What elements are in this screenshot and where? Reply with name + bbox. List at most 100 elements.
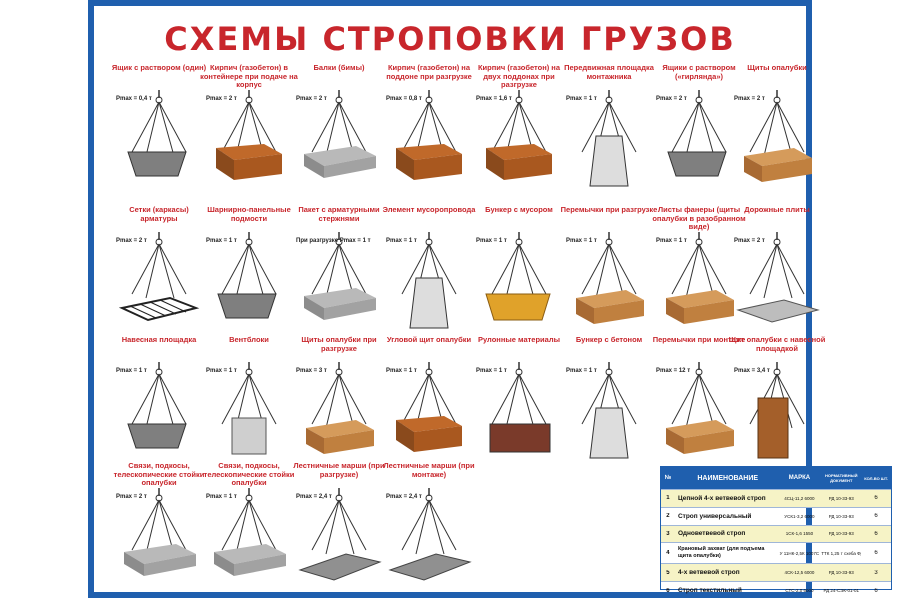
row-mark: 1СК-1,6 1550 <box>785 531 814 537</box>
row-quantity: 6 <box>874 587 878 594</box>
scheme-caption: Дорожные плиты <box>744 205 810 214</box>
row-mark: УСК1-3,2 6000 <box>784 513 815 519</box>
slinging-scheme-item: Балки (бимы)Pmax = 2 т <box>296 63 382 194</box>
row-name: Строп универсальный <box>677 512 752 520</box>
scheme-caption: Вентблоки <box>229 335 269 344</box>
row-quantity: 3 <box>874 569 878 576</box>
max-load-label: Pmax = 2 т <box>116 238 147 244</box>
max-load-label: Pmax = 1 т <box>566 368 597 374</box>
row-number: 4 <box>666 550 670 557</box>
header-document: НОРМАТИВНЫЙ ДОКУМЕНТ <box>824 473 858 483</box>
scheme-caption: Лестничные марши (при разгрузке) <box>293 461 385 479</box>
table-row: 2 Строп универсальный УСК1-3,2 6000 РД 10-3… <box>661 506 891 525</box>
scheme-caption: Пакет с арматурными стержнями <box>298 205 380 223</box>
row-name: Строп текстильный <box>677 587 742 595</box>
row-quantity: 6 <box>874 550 878 557</box>
scheme-caption: Передвижная площадка монтажника <box>564 63 654 81</box>
row-document: РД 10-33-93 <box>828 531 854 537</box>
row-name: Одноветвевой строп <box>677 530 746 538</box>
scheme-caption: Элемент мусоропровода <box>382 205 476 214</box>
max-load-label: Pmax = 3 т <box>296 368 327 374</box>
row-number: 3 <box>666 530 670 537</box>
row-document: РД 10-33-93 <box>828 513 854 519</box>
max-load-label: Pmax = 1 т <box>206 368 237 374</box>
scheme-caption: Бункер с мусором <box>485 205 553 214</box>
header-name: НАИМЕНОВАНИЕ <box>697 474 759 482</box>
scheme-caption: Щиты опалубки <box>747 63 807 72</box>
scheme-caption: Щиты опалубки при разгрузке <box>301 335 377 353</box>
max-load-label: Pmax = 1 т <box>386 238 417 244</box>
scheme-caption: Ящик с раствором (один) <box>111 63 207 72</box>
scheme-caption: Связи, подкосы, телескопические стойки о… <box>113 461 205 487</box>
slinging-scheme-item: Кирпич (газобетон) на двух поддонах при … <box>476 63 562 194</box>
scheme-caption: Листы фанеры (щиты опалубки в разобранно… <box>652 205 746 231</box>
max-load-label: Pmax = 1 т <box>656 238 687 244</box>
row-mark: 4СЦ-11,2 6000 <box>784 495 815 501</box>
header-quantity: КОЛ-ВО ШТ. <box>864 475 888 481</box>
scheme-caption: Рулонные материалы <box>477 335 561 344</box>
max-load-label: Pmax = 1 т <box>566 238 597 244</box>
sling-equipment-table: № НАИМЕНОВАНИЕ МАРКА НОРМАТИВНЫЙ ДОКУМЕН… <box>660 466 892 594</box>
row-number: 1 <box>666 495 670 502</box>
max-load-label: Pmax = 2 т <box>296 96 327 102</box>
table-row: 3 Одноветвевой строп 1СК-1,6 1550 РД 10-33-… <box>661 524 891 543</box>
row-mark: У 11НК-2,5К 1007С <box>779 550 820 556</box>
scheme-caption: Бункер с бетоном <box>575 335 643 344</box>
poster-title: СХЕМЫ СТРОПОВКИ ГРУЗОВ <box>164 20 736 58</box>
max-load-label: Pmax = 0,4 т <box>116 96 152 102</box>
scheme-caption: Связи, подкосы, телескопические стойки о… <box>203 461 295 487</box>
row-document: РД 10-33-93 <box>828 495 854 501</box>
slinging-scheme-item: Ящики с раствором («гирлянда»)Pmax = 2 т <box>656 63 742 194</box>
scheme-caption: Ящики с раствором («гирлянда») <box>662 63 736 81</box>
scheme-caption: Сетки (каркасы) арматуры <box>129 205 189 223</box>
slinging-scheme-item: Ящик с раствором (один) Pmax = 0,4 т <box>112 63 206 194</box>
poster-frame: СХЕМЫ СТРОПОВКИ ГРУЗОВ Ящик с раствором … <box>88 0 892 598</box>
max-load-label: При разгрузке Pmax = 1 т <box>296 238 371 244</box>
scheme-caption: Перемычки при монтаже <box>652 335 746 344</box>
row-name: Цепной 4-х ветвевой строп <box>677 494 766 502</box>
max-load-label: Pmax = 0,8 т <box>386 96 422 102</box>
max-load-label: Pmax = 1 т <box>476 368 507 374</box>
scheme-caption: Кирпич (газобетон) в контейнере при пода… <box>200 63 298 89</box>
slinging-scheme-item: Листы фанеры (щиты опалубки в разобранно… <box>652 205 746 336</box>
scheme-caption: Кирпич (газобетон) на двух поддонах при … <box>477 63 561 89</box>
max-load-label: Pmax = 2,4 т <box>296 494 332 500</box>
scheme-caption: Шарнирно-панельные подмости <box>207 205 291 223</box>
row-number: 2 <box>666 513 670 520</box>
slinging-scheme-item: Связи, подкосы, телескопические стойки о… <box>204 461 294 592</box>
scheme-caption: Лестничные марши (при монтаже) <box>383 461 475 479</box>
max-load-label: Pmax = 2,4 т <box>386 494 422 500</box>
row-document: РД 10-33-93 <box>828 570 854 576</box>
max-load-label: Pmax = 1 т <box>476 238 507 244</box>
row-number: 5 <box>666 569 670 576</box>
slinging-scheme-item: Кирпич (газобетон) на поддоне при разгру… <box>386 63 472 194</box>
max-load-label: Pmax = 1,6 т <box>476 96 512 102</box>
scheme-caption: Перемычки при разгрузке <box>560 205 658 214</box>
max-load-label: Pmax = 1 т <box>386 368 417 374</box>
max-load-label: Pmax = 2 т <box>734 238 765 244</box>
table-row: 4 Крановый захват (для подъема щита опалу… <box>661 542 891 563</box>
slinging-scheme-item: Кирпич (газобетон) в контейнере при пода… <box>200 63 298 194</box>
row-name: Крановый захват (для подъема щита опалуб… <box>677 546 765 560</box>
row-quantity: 6 <box>874 530 878 537</box>
max-load-label: Pmax = 2 т <box>734 96 765 102</box>
max-load-label: Pmax = 1 т <box>206 494 237 500</box>
table-row: 1 Цепной 4-х ветвевой строп 4СЦ-11,2 6000 Р… <box>661 489 891 507</box>
row-quantity: 6 <box>874 513 878 520</box>
